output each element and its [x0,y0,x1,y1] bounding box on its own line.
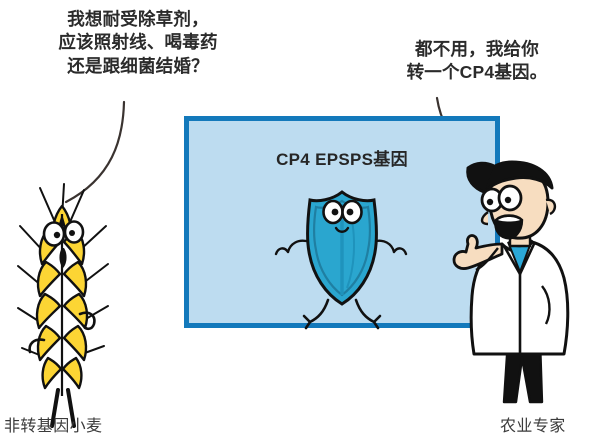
panel-title: CP4 EPSPS基因 [276,150,408,169]
caption-agriculture-expert: 农业专家 [500,418,566,435]
speech-bubble-right-text: 都不用，我给你 转一个CP4基因。 [406,39,548,83]
caption-non-gmo-wheat: 非转基因小麦 [4,418,103,435]
speech-bubble-left-text: 我想耐受除草剂， 应该照射线、喝毒药 还是跟细菌结婚？ [58,9,218,76]
gene-panel: CP4 EPSPS基因 [184,116,500,328]
